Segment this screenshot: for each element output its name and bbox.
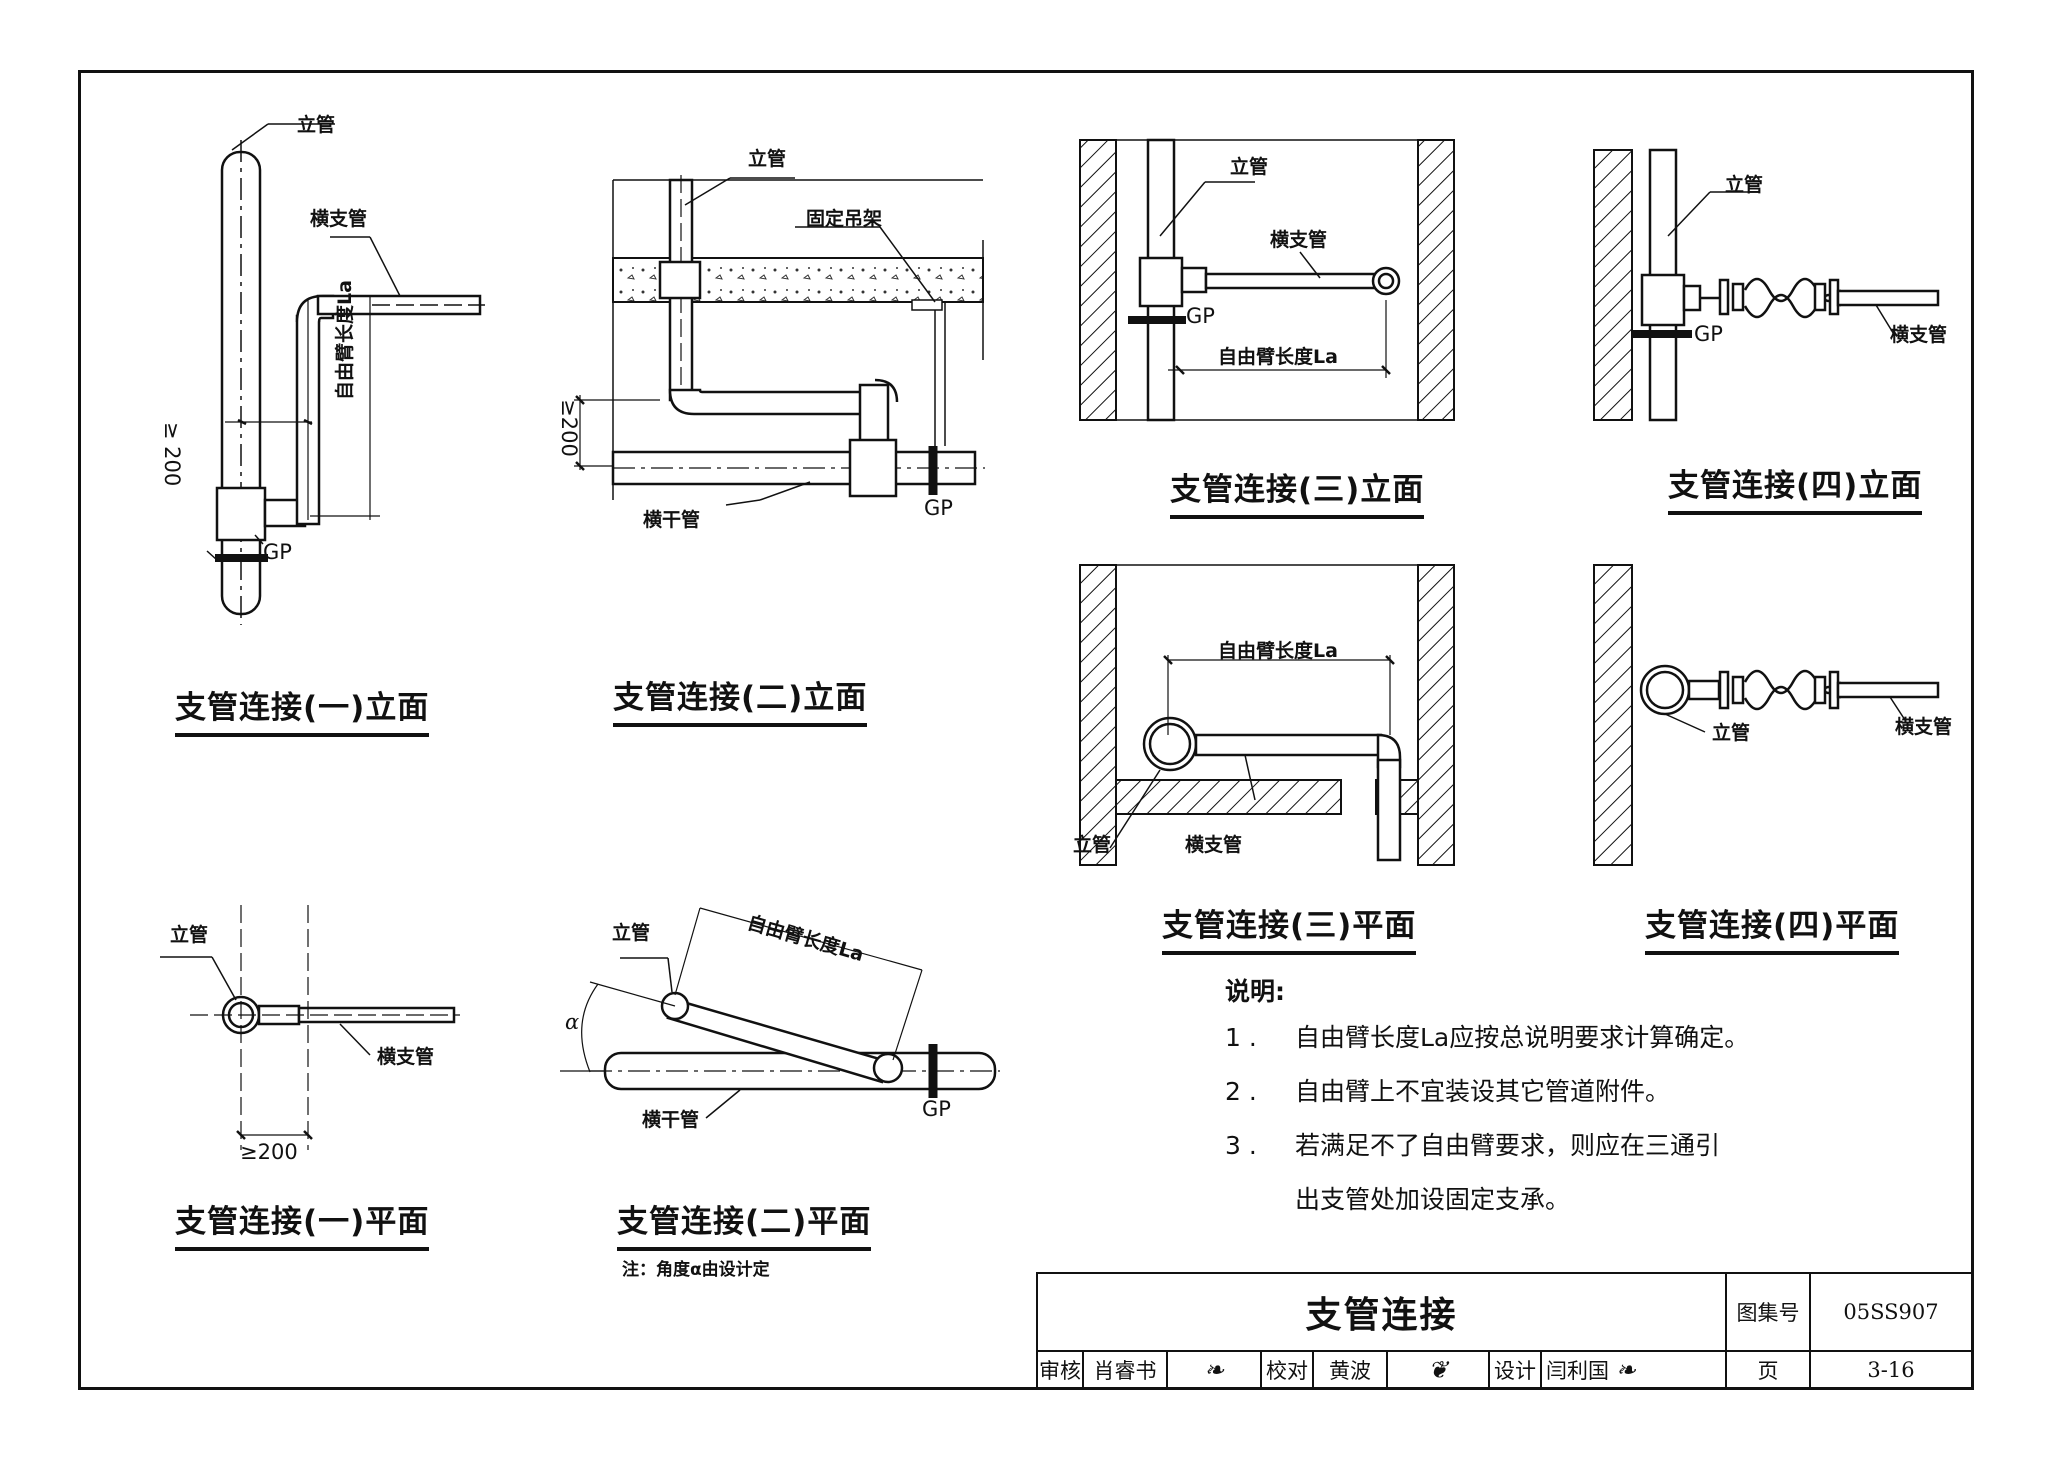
diagram-1-plan [160,905,460,1150]
reviewer-label: 审核 [1036,1350,1084,1390]
note-item: 3 . 若满足不了自由臂要求，则应在三通引 [1225,1119,1749,1173]
label-gp: GP [263,540,292,564]
diagram-2-plan [560,907,1000,1119]
note-item: 2 . 自由臂上不宜装设其它管道附件。 [1225,1065,1749,1119]
atlas-label: 图集号 [1725,1272,1811,1352]
label-branch: 横支管 [377,1046,435,1068]
page-label: 页 [1725,1350,1811,1390]
label-min-200: ≥200 [240,1140,298,1164]
label-fixed-hanger: 固定吊架 [806,208,883,230]
diagram-4-plan [1593,564,1940,866]
diagram-1-elevation [206,123,485,625]
label-branch: 横支管 [1895,716,1953,738]
label-branch: 横支管 [1890,324,1948,346]
diagram-2-elevation [574,175,985,506]
notes-block: 说明: 1 . 自由臂长度La应按总说明要求计算确定。 2 . 自由臂上不宜装设其它… [1225,965,1749,1227]
label-riser: 立管 [297,114,336,136]
caption-diagram-3-plan: 支管连接(三)平面 [1162,900,1417,955]
note-item: 1 . 自由臂长度La应按总说明要求计算确定。 [1225,1011,1749,1065]
caption-diagram-2-plan: 支管连接(二)平面 [617,1196,872,1251]
diagram-4-elevation [1593,148,1940,422]
caption-diagram-3-elevation: 支管连接(三)立面 [1170,464,1425,519]
label-main-pipe: 横干管 [643,509,701,531]
note-text: 自由臂长度La应按总说明要求计算确定。 [1295,1023,1750,1052]
title-block: 支管连接 图集号 05SS907 审核 肖睿书 ❧ 校对 黄波 ❦ 设计 闫利国… [1036,1272,1973,1390]
label-free-arm-length: 自由臂长度La [334,280,356,400]
label-gp: GP [1694,322,1723,346]
note-number: 1 . [1225,1023,1257,1052]
designer-name: 闫利国 [1546,1359,1609,1383]
label-angle: α [565,1010,580,1034]
note-number: 2 . [1225,1077,1257,1106]
note-text: 出支管处加设固定支承。 [1295,1185,1571,1214]
caption-diagram-4-plan: 支管连接(四)平面 [1645,900,1900,955]
label-riser: 立管 [748,148,787,170]
label-free-arm-length: 自由臂长度La [1218,346,1338,368]
label-gp: GP [1186,304,1215,328]
note-text: 若满足不了自由臂要求，则应在三通引 [1295,1131,1721,1160]
atlas-number: 05SS907 [1809,1272,1973,1352]
label-branch: 横支管 [1270,229,1328,251]
caption-diagram-1-elevation: 支管连接(一)立面 [175,682,430,737]
drawing-title: 支管连接 [1036,1272,1727,1352]
note-number: 3 . [1225,1131,1257,1160]
caption-diagram-4-elevation: 支管连接(四)立面 [1668,460,1923,515]
label-gp: GP [922,1097,951,1121]
designer-signature: ❧ [1615,1356,1636,1384]
label-riser: 立管 [170,924,209,946]
note-item: 出支管处加设固定支承。 [1225,1173,1749,1227]
checker-signature: ❦ [1386,1350,1490,1390]
designer-name-and-signature: 闫利国 ❧ [1540,1350,1727,1390]
designer-label: 设计 [1488,1350,1542,1390]
label-min-200: ≥ 200 [160,421,185,487]
label-gp: GP [924,496,953,520]
label-riser: 立管 [1725,174,1764,196]
caption-diagram-1-plan: 支管连接(一)平面 [175,1196,430,1251]
checker-label: 校对 [1260,1350,1314,1390]
label-riser: 立管 [612,922,651,944]
label-main-pipe: 横干管 [642,1109,700,1131]
diagram-3-plan [1079,564,1455,866]
label-branch: 横支管 [310,208,368,230]
diagram-3-elevation [1079,138,1455,422]
reviewer-signature: ❧ [1166,1350,1262,1390]
reviewer-name: 肖睿书 [1082,1350,1168,1390]
caption-diagram-2-elevation: 支管连接(二)立面 [613,672,868,727]
angle-note: 注：角度α由设计定 [622,1260,770,1280]
label-riser: 立管 [1073,834,1112,856]
label-min-200: ≥200 [556,399,581,457]
checker-name: 黄波 [1312,1350,1388,1390]
label-branch: 横支管 [1185,834,1243,856]
label-riser: 立管 [1230,156,1269,178]
page-number: 3-16 [1809,1350,1973,1390]
note-text: 自由臂上不宜装设其它管道附件。 [1295,1077,1671,1106]
sheet-border [78,70,1974,1390]
label-riser: 立管 [1712,722,1751,744]
notes-title: 说明: [1225,977,1285,1006]
label-free-arm-length: 自由臂长度La [1218,640,1338,662]
